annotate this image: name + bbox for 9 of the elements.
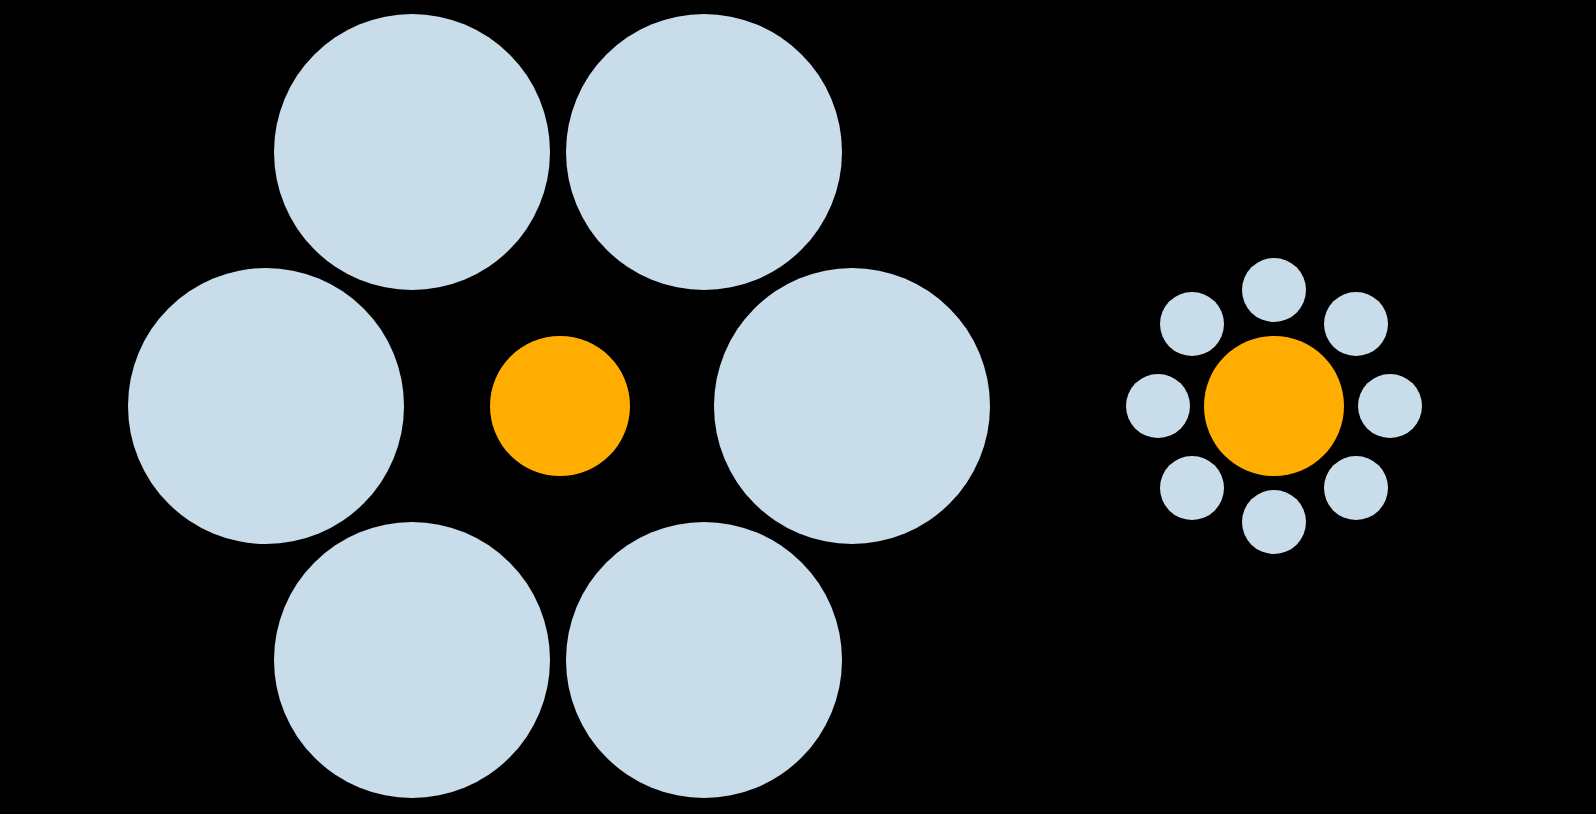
- small-circle: [1324, 292, 1388, 356]
- small-circle: [1160, 456, 1224, 520]
- small-circle: [1126, 374, 1190, 438]
- small-circle: [1160, 292, 1224, 356]
- small-circle: [1324, 456, 1388, 520]
- small-circle: [1242, 258, 1306, 322]
- small-circle: [1358, 374, 1422, 438]
- center-circle: [1204, 336, 1344, 476]
- small-circle: [1242, 490, 1306, 554]
